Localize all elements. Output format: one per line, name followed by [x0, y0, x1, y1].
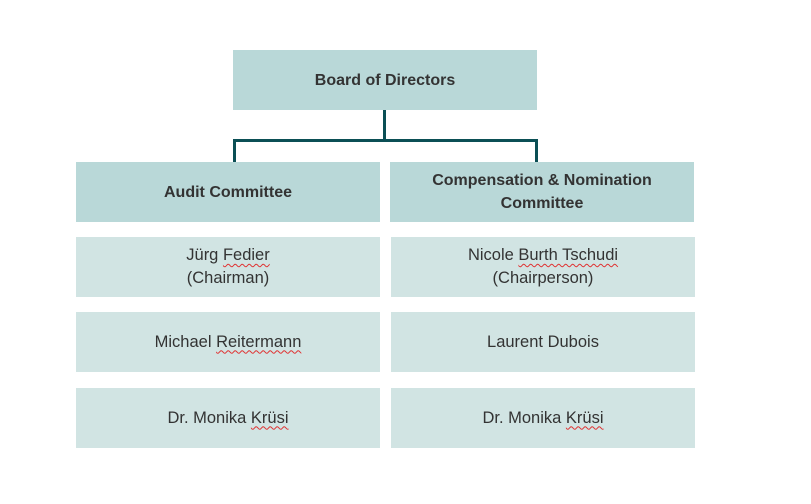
- member-box: Laurent Dubois: [391, 312, 695, 372]
- audit-committee-box: Audit Committee: [76, 162, 380, 222]
- connector-line: [383, 110, 386, 141]
- member-name-misspelled[interactable]: Burth Tschudi: [518, 246, 619, 264]
- connector-line: [535, 139, 538, 162]
- committee-title: Compensation & Nomination Committee: [432, 172, 652, 212]
- member-name: Laurent Dubois: [487, 332, 599, 351]
- member-role: (Chairman): [186, 269, 270, 287]
- connector-line: [233, 139, 538, 142]
- member-box: Dr. Monika Krüsi: [76, 388, 380, 448]
- member-role: (Chairperson): [492, 269, 594, 287]
- member-name-misspelled[interactable]: Krüsi: [250, 408, 289, 427]
- member-box: Jürg Fedier (Chairman): [76, 237, 380, 297]
- member-box: Nicole Burth Tschudi (Chairperson): [391, 237, 695, 297]
- member-name: Dr. Monika: [167, 408, 251, 427]
- member-name: Michael: [154, 332, 217, 351]
- member-name: Dr. Monika: [482, 408, 566, 427]
- board-of-directors-box: Board of Directors: [233, 50, 537, 110]
- board-label: Board of Directors: [314, 71, 456, 89]
- committee-title: Audit Committee: [164, 183, 292, 201]
- compensation-committee-box: Compensation & Nomination Committee: [390, 162, 694, 222]
- connector-line: [233, 139, 236, 162]
- member-name-misspelled[interactable]: Reitermann: [216, 332, 302, 351]
- member-name: Jürg: [186, 246, 223, 264]
- member-name: Nicole: [467, 246, 519, 264]
- member-box: Michael Reitermann: [76, 312, 380, 372]
- member-name-misspelled[interactable]: Fedier: [222, 246, 270, 264]
- member-name-misspelled[interactable]: Krüsi: [565, 408, 604, 427]
- member-box: Dr. Monika Krüsi: [391, 388, 695, 448]
